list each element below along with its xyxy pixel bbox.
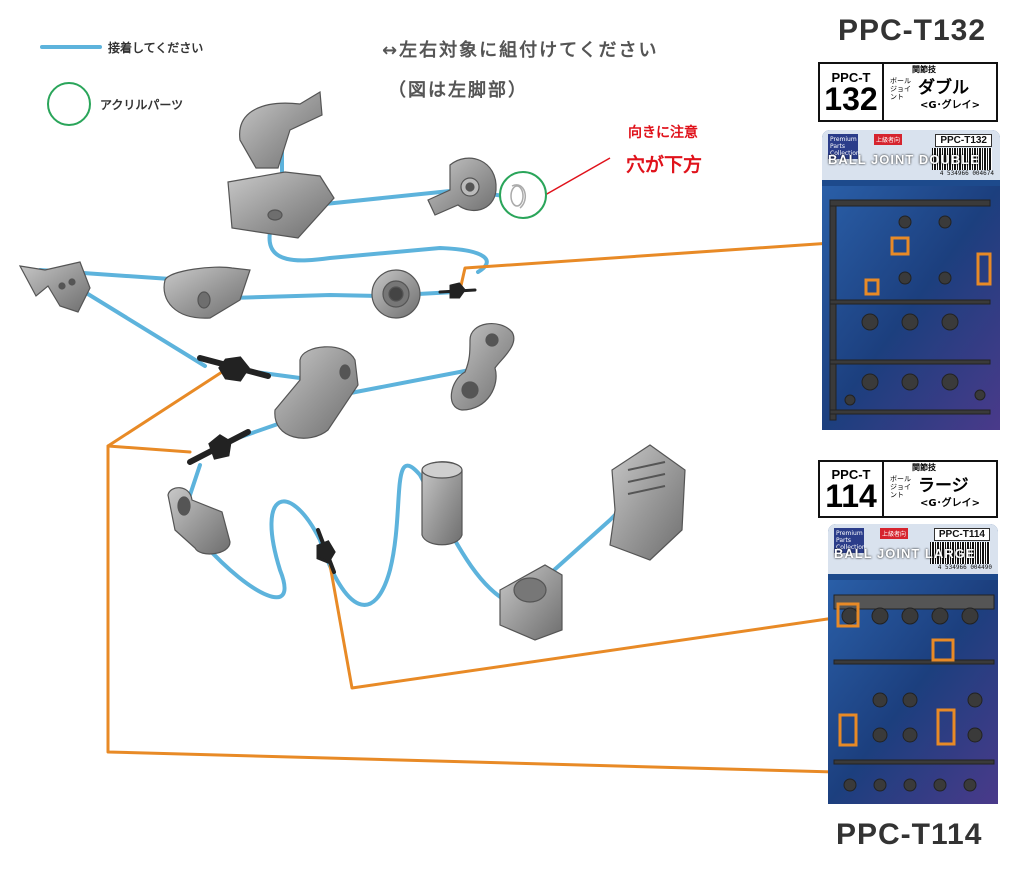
product-label-color: <G･グレイ> — [920, 498, 980, 509]
ball-joint-lower — [316, 528, 336, 574]
part-knee-plate — [18, 261, 91, 313]
product-label-color: <G･グレイ> — [920, 100, 980, 111]
callout-t132-upper — [458, 236, 907, 292]
card-jan: 4 534966 004674 — [939, 170, 994, 177]
product-label-number-box: PPC-T 114 — [820, 462, 884, 516]
card-code: PPC-T114 — [933, 528, 990, 541]
ball-joint-lower-left — [187, 429, 251, 465]
instruction-left-leg: （図は左脚部） — [388, 80, 528, 101]
part-ankle — [167, 487, 231, 555]
product-label-t114: PPC-T 114 関節技 ボール ジョイント ラージ <G･グレイ> — [818, 460, 998, 518]
card-brand: Premium Parts Collection — [834, 528, 866, 553]
glue-line-kneeplate-to-joint — [68, 281, 207, 368]
part-toe-guard — [609, 444, 686, 561]
product-label-category: 関節技 — [912, 65, 936, 74]
card-jan: 4 534966 004490 — [937, 564, 992, 571]
product-label-number-box: PPC-T 132 — [820, 64, 884, 120]
product-label-code: PPC-T — [831, 466, 871, 482]
card-title: BALL JOINT LARGE — [834, 546, 976, 561]
model-title-t114: PPC-T114 — [836, 818, 983, 851]
callout-mid-to-t114 — [328, 563, 850, 690]
ball-joints — [187, 282, 477, 574]
glue-line-shin-to-plate — [338, 368, 472, 397]
barcode-icon — [932, 148, 992, 170]
product-label-category: 関節技 — [912, 463, 936, 472]
callout-joint-to-t114 — [106, 370, 947, 777]
card-code: PPC-T132 — [935, 134, 992, 147]
card-grade-badge: 上級者向 — [880, 528, 909, 539]
product-label-number: 114 — [825, 477, 877, 514]
product-label-t132: PPC-T 132 関節技 ボール ジョイント ダブル <G･グレイ> — [818, 62, 998, 122]
product-label-info: 関節技 ボール ジョイント ダブル <G･グレイ> — [884, 64, 996, 120]
product-label-number: 132 — [824, 80, 878, 117]
legend-acrylic-label: アクリルパーツ — [100, 98, 184, 112]
glue-line-knee-to-socket — [228, 290, 457, 300]
glue-line-ankle-wave — [203, 463, 632, 607]
part-double-plate — [450, 323, 515, 411]
legend-glue-label: 接着してください — [108, 41, 204, 55]
product-label-name: ラージ — [918, 476, 969, 496]
product-label-name: ダブル — [918, 78, 969, 98]
part-thigh-block — [227, 171, 335, 239]
ball-joint-upper — [438, 282, 477, 299]
product-card-t132: Premium Parts Collection 上級者向 PPC-T132 4… — [822, 130, 1000, 430]
model-title-t132: PPC-T132 — [838, 14, 987, 47]
part-hip-cap — [239, 90, 323, 169]
product-card-t114: Premium Parts Collection 上級者向 PPC-T114 4… — [828, 524, 998, 804]
card-grade-badge: 上級者向 — [874, 134, 903, 145]
ball-joint-mid — [197, 355, 271, 382]
glue-line-thigh-loop — [267, 230, 489, 274]
card-title: BALL JOINT DOUBLE — [828, 152, 980, 167]
acrylic-part — [510, 184, 527, 209]
parts — [18, 90, 686, 641]
product-label-code: PPC-T — [831, 69, 871, 85]
product-label-info: 関節技 ボール ジョイント ラージ <G･グレイ> — [884, 462, 996, 516]
callout-lower-left — [106, 444, 192, 454]
product-label-subtitle: ボール ジョイント — [890, 475, 911, 499]
part-shin-block — [274, 346, 359, 439]
barcode-icon — [930, 542, 990, 564]
orientation-note-title: 向きに注意 — [628, 125, 698, 141]
legend-acrylic-circle — [47, 82, 91, 126]
product-label-subtitle: ボール ジョイント — [890, 77, 911, 101]
card-brand: Premium Parts Collection — [828, 134, 860, 159]
orientation-note-detail: 穴が下方 — [626, 154, 703, 176]
instruction-symmetry: ↔左右対象に組付けてください — [382, 40, 659, 61]
